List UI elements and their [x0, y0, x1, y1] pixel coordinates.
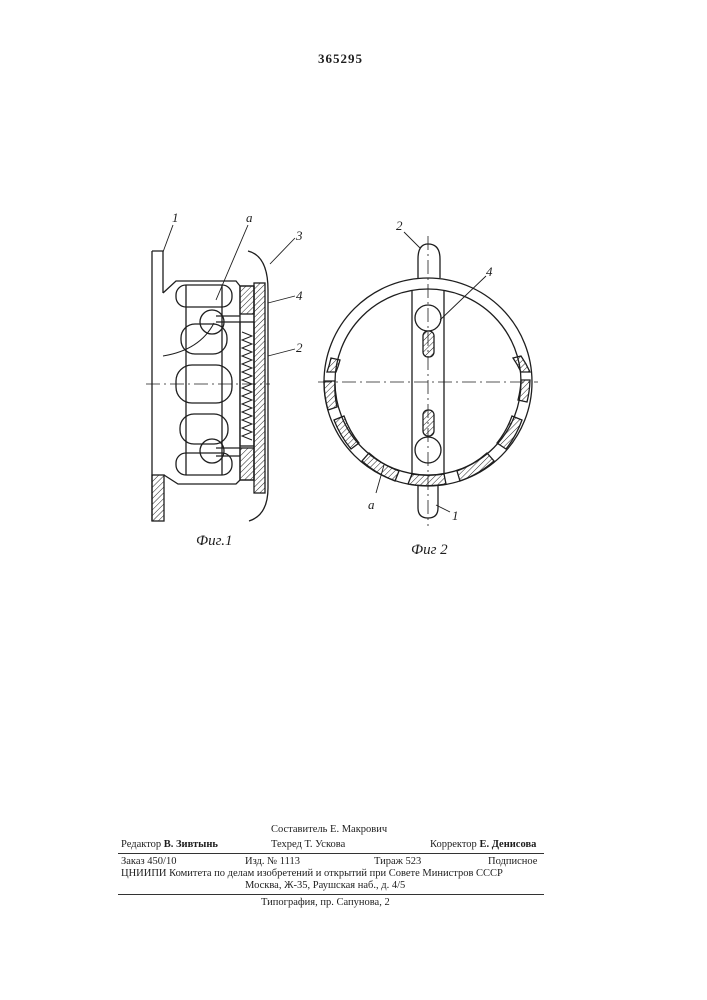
figure-1-labels: 1 a 3 4 2 Фиг.1 [172, 210, 303, 549]
imprint-editor: Редактор В. Зивтынь [121, 839, 218, 851]
fig2-label-2: 2 [396, 218, 403, 233]
fig1-upper-block [240, 286, 254, 314]
imprint-editor-name: В. Зивтынь [164, 839, 218, 850]
imprint-order: Заказ 450/10 [121, 856, 176, 868]
fig1-label-2: 2 [296, 340, 303, 355]
imprint-address: Москва, Ж-35, Раушская наб., д. 4/5 [245, 880, 405, 892]
fig2-label-4: 4 [486, 264, 493, 279]
imprint-divider-top [118, 853, 544, 854]
imprint-subscription: Подписное [488, 856, 537, 868]
fig1-spring [242, 332, 252, 440]
imprint-corrector-name: Е. Денисова [479, 839, 536, 850]
figure-2-drawing [318, 232, 538, 526]
fig2-top-knob [418, 244, 440, 278]
fig2-upper-spring [423, 331, 434, 357]
fig2-label-1: 1 [452, 508, 459, 523]
imprint-circulation: Тираж 523 [374, 856, 421, 868]
fig1-lower-block [240, 448, 254, 480]
imprint-editor-label: Редактор [121, 839, 161, 850]
fig1-caption: Фиг.1 [196, 533, 232, 549]
imprint-techred: Техред Т. Ускова [271, 839, 345, 851]
fig1-lower-ball [200, 439, 224, 463]
imprint-compiler: Составитель Е. Макрович [271, 824, 387, 836]
fig1-label-3: 3 [295, 228, 303, 243]
fig1-label-1: 1 [172, 210, 179, 225]
imprint-divider-bottom [118, 894, 544, 895]
fig1-cover-section [254, 283, 265, 493]
imprint-edition: Изд. № 1113 [245, 856, 300, 868]
fig2-label-a: a [368, 497, 375, 512]
fig1-label-4: 4 [296, 288, 303, 303]
imprint-corrector-label: Корректор [430, 839, 477, 850]
figure-2-labels: 2 4 a 1 Фиг 2 [368, 218, 493, 558]
fig1-flange-section [152, 475, 164, 521]
imprint-corrector: Корректор Е. Денисова [430, 839, 536, 851]
imprint-printer: Типография, пр. Сапунова, 2 [261, 897, 390, 909]
fig2-lower-spring [423, 410, 434, 436]
fig1-label-a: a [246, 210, 253, 225]
imprint-org: ЦНИИПИ Комитета по делам изобретений и о… [121, 868, 503, 880]
figure-1-drawing [146, 225, 295, 521]
fig2-caption: Фиг 2 [411, 542, 448, 558]
